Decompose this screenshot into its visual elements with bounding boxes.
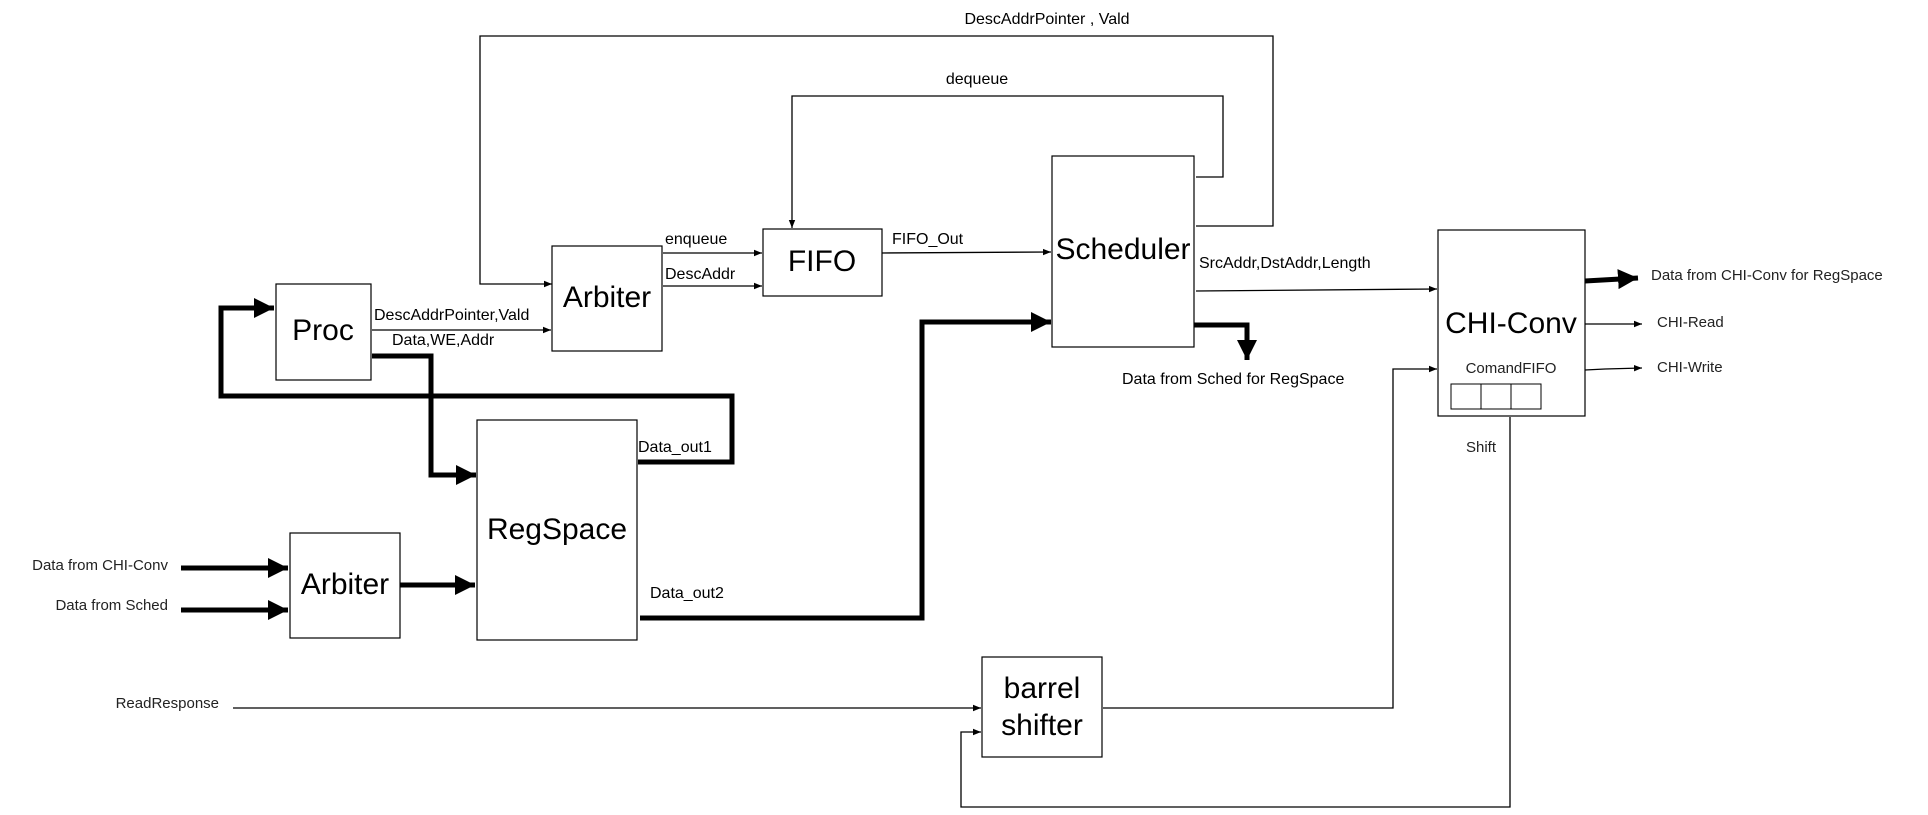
barrel-shifter-label-line2: shifter <box>1001 709 1083 742</box>
desc-addr-pointer-feedback-arrow <box>479 35 1274 288</box>
barrel-shifter-label-line1: barrel <box>1004 672 1081 705</box>
label-enqueue: enqueue <box>665 231 727 248</box>
comand-fifo-cell <box>1450 383 1482 410</box>
label-desc-addr: DescAddr <box>665 266 736 283</box>
barrel-to-chiconv-arrow <box>1103 365 1437 709</box>
chi-write-arrow <box>1584 365 1643 372</box>
data-we-addr-arrow <box>372 353 476 485</box>
label-data-from-sched-for-regspace: Data from Sched for RegSpace <box>1122 371 1344 388</box>
label-data-from-chi-conv-for-regspace: Data from CHI-Conv for RegSpace <box>1651 267 1883 284</box>
label-desc-addr-pointer-vald: DescAddrPointer,Vald <box>374 307 529 324</box>
label-data-from-sched: Data from Sched <box>55 597 168 614</box>
comand-fifo-cells <box>1450 383 1542 410</box>
src-dst-length-arrow <box>1195 285 1438 293</box>
label-data-out1: Data_out1 <box>638 439 712 456</box>
label-read-response: ReadResponse <box>116 695 219 712</box>
data-out1-arrow <box>218 298 735 465</box>
shift-arrow <box>960 417 1511 808</box>
sched-regspace-arrow <box>1192 322 1257 360</box>
label-desc-addr-pointer-vald-top: DescAddrPointer , Vald <box>964 11 1129 28</box>
fifo-out-arrow <box>881 248 1052 256</box>
fifo-block[interactable]: FIFO <box>762 228 883 297</box>
comand-fifo-cell <box>1480 383 1512 410</box>
proc-label: Proc <box>292 314 354 347</box>
comand-fifo-cell <box>1510 383 1542 410</box>
label-fifo-out: FIFO_Out <box>892 231 964 248</box>
label-data-out2: Data_out2 <box>650 585 724 602</box>
arbiter-top-label: Arbiter <box>563 281 651 314</box>
label-data-we-addr: Data,WE,Addr <box>392 332 495 349</box>
arbiter-bottom-block[interactable]: Arbiter <box>289 532 401 639</box>
comand-fifo-label: ComandFIFO <box>1466 360 1557 377</box>
chiconv-regspace-output-arrow <box>1584 269 1639 290</box>
arbiter-top-block[interactable]: Arbiter <box>551 245 663 352</box>
dequeue-arrow <box>788 95 1224 228</box>
regspace-block[interactable]: RegSpace <box>476 419 638 641</box>
label-chi-write: CHI-Write <box>1657 359 1723 376</box>
data-out2-arrow <box>640 312 1051 621</box>
barrel-shifter-block[interactable]: barrel shifter <box>981 656 1103 758</box>
proc-block[interactable]: Proc <box>275 283 372 381</box>
arbiter-bottom-label: Arbiter <box>301 568 389 601</box>
regspace-label: RegSpace <box>487 513 627 546</box>
fifo-label: FIFO <box>788 245 856 278</box>
chi-conv-block[interactable]: CHI-Conv ComandFIFO <box>1437 229 1586 417</box>
scheduler-block[interactable]: Scheduler <box>1051 155 1195 348</box>
label-data-from-chi-conv: Data from CHI-Conv <box>32 557 168 574</box>
label-chi-read: CHI-Read <box>1657 314 1724 331</box>
chi-conv-label: CHI-Conv <box>1445 307 1577 340</box>
label-dequeue: dequeue <box>946 71 1008 88</box>
scheduler-label: Scheduler <box>1055 233 1190 266</box>
label-src-dst-length: SrcAddr,DstAddr,Length <box>1199 255 1371 272</box>
label-shift: Shift <box>1466 439 1497 456</box>
